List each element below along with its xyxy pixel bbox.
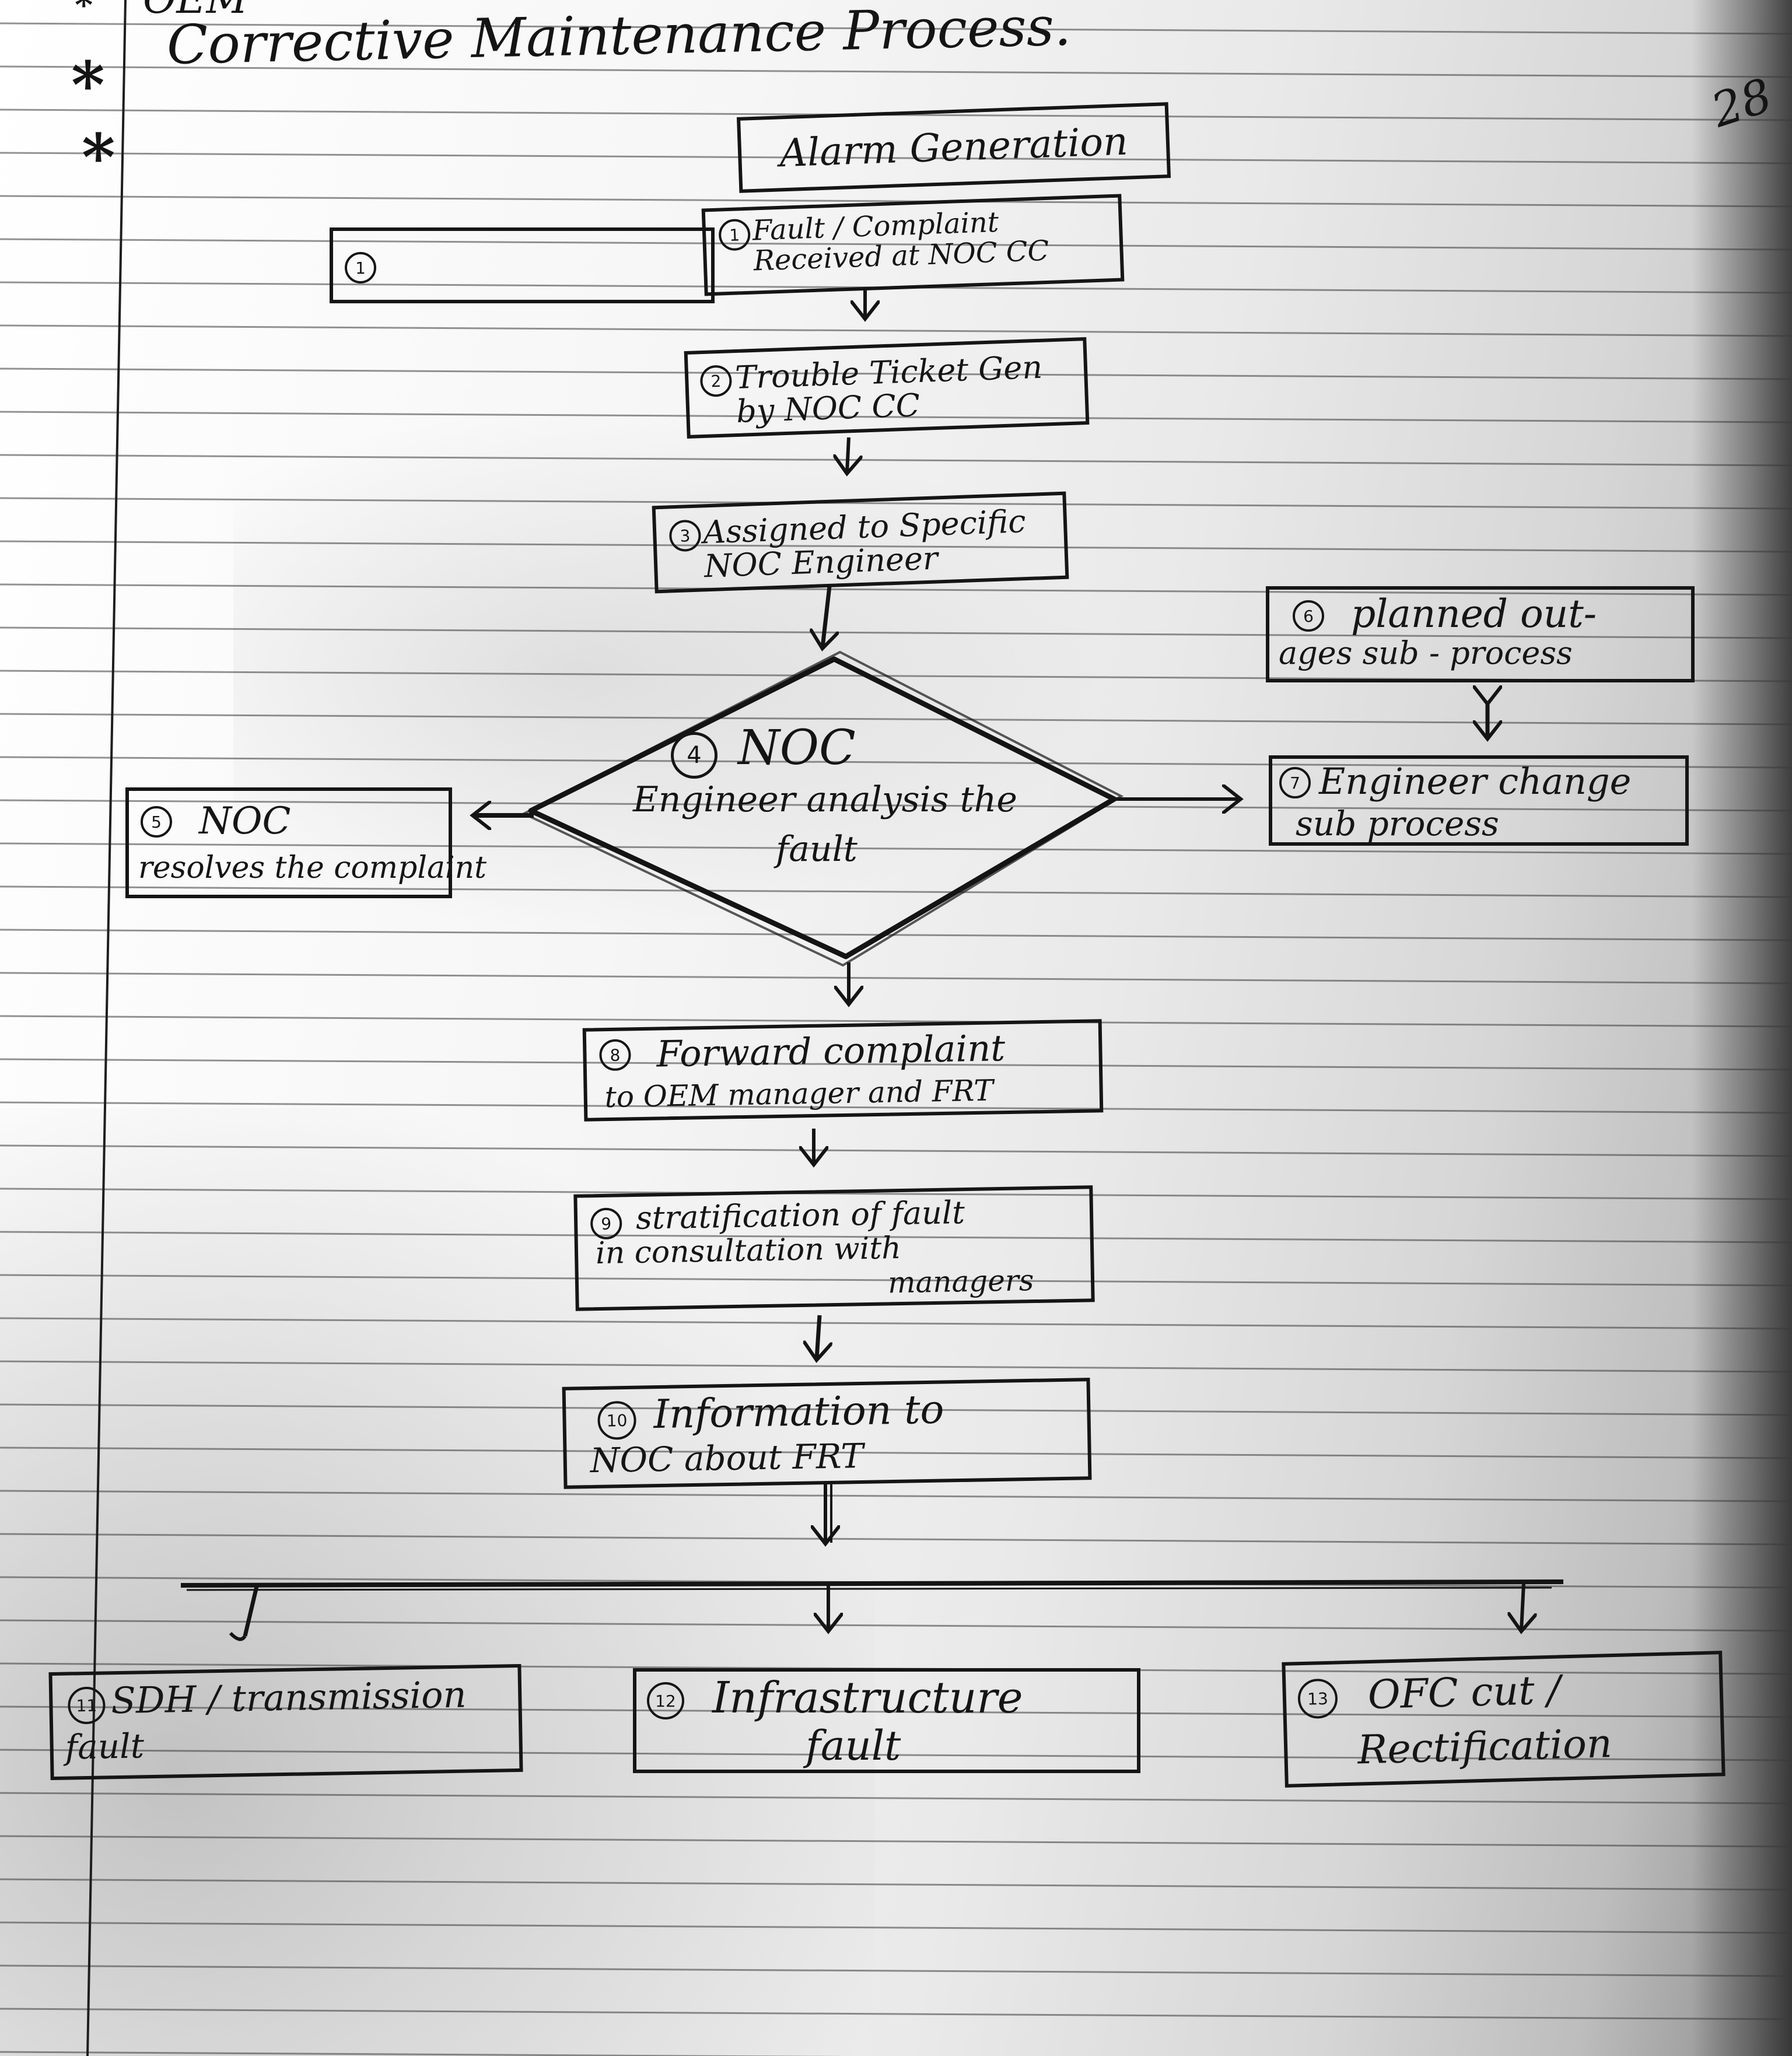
step-6-planned-outages-box: 6 planned out- ages sub - process — [1266, 586, 1695, 682]
step-8-label-line2: to OEM manager and FRT — [604, 1073, 994, 1115]
step-8-label-line1: Forward complaint — [656, 1027, 1006, 1076]
ruled-line — [0, 454, 1792, 467]
ruled-line — [0, 1792, 1792, 1805]
step-9-label-line3: managers — [887, 1263, 1034, 1300]
step-number-badge: 6 — [1293, 600, 1324, 632]
step-12-label-line2: fault — [806, 1722, 901, 1770]
alarm-generation-label: Alarm Generation — [779, 118, 1129, 176]
step-4-label-line2: Engineer analysis the — [633, 779, 1017, 820]
step-13-ofc-cut-box: 13 OFC cut / Rectification — [1282, 1651, 1726, 1788]
step-number-badge: 1 — [345, 252, 376, 283]
ruled-line — [0, 1360, 1792, 1373]
ruled-line — [0, 929, 1792, 941]
step-2-label: Trouble Ticket Gen by NOC CC — [734, 348, 1044, 430]
step-10-label-line2: NOC about FRT — [590, 1435, 864, 1481]
edge-n9-n10 — [817, 1315, 820, 1359]
ruled-line — [0, 1576, 1792, 1589]
step-5-label-line2: resolves the complaint — [138, 850, 487, 885]
page-number: 28 — [1704, 68, 1779, 138]
step-1-fault-received-box: 1 Fault / Complaint Received at NOC CC — [701, 194, 1125, 296]
step-number-badge: 13 — [1297, 1678, 1338, 1719]
step-10-information-box: 10 Information to NOC about FRT — [562, 1378, 1092, 1489]
step-number-badge: 1 — [718, 218, 751, 251]
step-4-number-badge: 4 — [671, 732, 718, 779]
edge-n2-n3 — [847, 437, 849, 472]
step-2-trouble-ticket-box: 2 Trouble Ticket Gen by NOC CC — [684, 337, 1090, 439]
edge-bus-n11 — [243, 1586, 259, 1637]
step-13-label-line2: Rectification — [1357, 1721, 1613, 1774]
step-number-badge: 3 — [668, 519, 702, 552]
bullet-mark: * — [75, 0, 93, 26]
step-4-label-line3: fault — [776, 829, 858, 870]
ruled-line — [0, 2008, 1792, 2020]
step-4-label-line1: NOC — [738, 720, 856, 776]
ruled-line — [0, 1835, 1792, 1848]
step-1-label: Fault / Complaint Received at NOC CC — [752, 205, 1050, 278]
step-12-infrastructure-box: 12 Infrastructure fault — [633, 1668, 1140, 1773]
step-10-label-line1: Information to — [653, 1386, 944, 1438]
step-number-badge: 12 — [647, 1682, 684, 1719]
step-number-badge: 8 — [599, 1039, 631, 1071]
step-12-label-line1: Infrastructure — [712, 1673, 1023, 1723]
step-6-label-line1: planned out- — [1351, 591, 1597, 636]
step-11-sdh-transmission-box: 11 SDH / transmission fault — [48, 1663, 523, 1781]
step-number-badge: 9 — [590, 1207, 622, 1240]
step-5-noc-resolves-box: 5 NOC resolves the complaint — [125, 787, 487, 898]
step-3-label: Assigned to Specific NOC Engineer — [702, 503, 1027, 585]
step-number-badge: 4 — [687, 742, 702, 769]
step-9-stratification-box: 9 stratification of fault in consultatio… — [573, 1185, 1095, 1311]
ruled-line — [0, 1144, 1792, 1157]
ruled-line — [0, 1533, 1792, 1546]
ruled-line — [0, 1490, 1792, 1502]
step-number-badge: 5 — [141, 806, 172, 838]
step-11-label-line1: SDH / transmission — [110, 1673, 467, 1722]
edge-n3-n4 — [822, 586, 830, 647]
step-7-engineer-change-box: 7 Engineer change sub process — [1269, 755, 1689, 846]
bus-line — [180, 1579, 1564, 1588]
page-title: Corrective Maintenance Process. — [166, 0, 1072, 76]
step-9-label-line1: stratification of fault — [635, 1194, 965, 1237]
edge-bus-n13 — [1521, 1583, 1524, 1630]
step-7-label-line2: sub process — [1296, 804, 1499, 843]
bullet-mark: * — [82, 120, 116, 195]
ruled-line — [0, 324, 1792, 337]
step-3-assigned-engineer-box: 3 Assigned to Specific NOC Engineer — [652, 491, 1069, 594]
ruled-line — [0, 713, 1792, 726]
ruled-line — [0, 972, 1792, 985]
bullet-mark: * — [71, 47, 105, 122]
step-number-badge: 10 — [597, 1400, 637, 1440]
step-7-label-line1: Engineer change — [1319, 760, 1632, 803]
ruled-line — [0, 1878, 1792, 1891]
alarm-generation-box: Alarm Generation — [736, 102, 1171, 193]
step-1-left-box: 1 — [330, 227, 715, 303]
step-number-badge: 11 — [67, 1686, 106, 1725]
step-number-badge: 7 — [1279, 767, 1311, 798]
step-6-label-line2: ages sub - process — [1279, 635, 1573, 671]
ruled-line — [0, 1619, 1792, 1632]
step-8-forward-complaint-box: 8 Forward complaint to OEM manager and F… — [582, 1019, 1104, 1122]
ruled-line — [0, 1921, 1792, 1934]
ruled-line — [0, 1964, 1792, 1977]
step-5-label-line1: NOC — [199, 800, 291, 843]
step-13-label-line1: OFC cut / — [1367, 1667, 1562, 1719]
ruled-line — [0, 1317, 1792, 1330]
header-fragment: OEM — [143, 0, 248, 21]
ruled-line — [0, 2051, 846, 2056]
step-11-label-line2: fault — [65, 1726, 145, 1767]
step-9-label-line2: in consultation with — [595, 1231, 902, 1272]
step-number-badge: 2 — [699, 365, 733, 398]
